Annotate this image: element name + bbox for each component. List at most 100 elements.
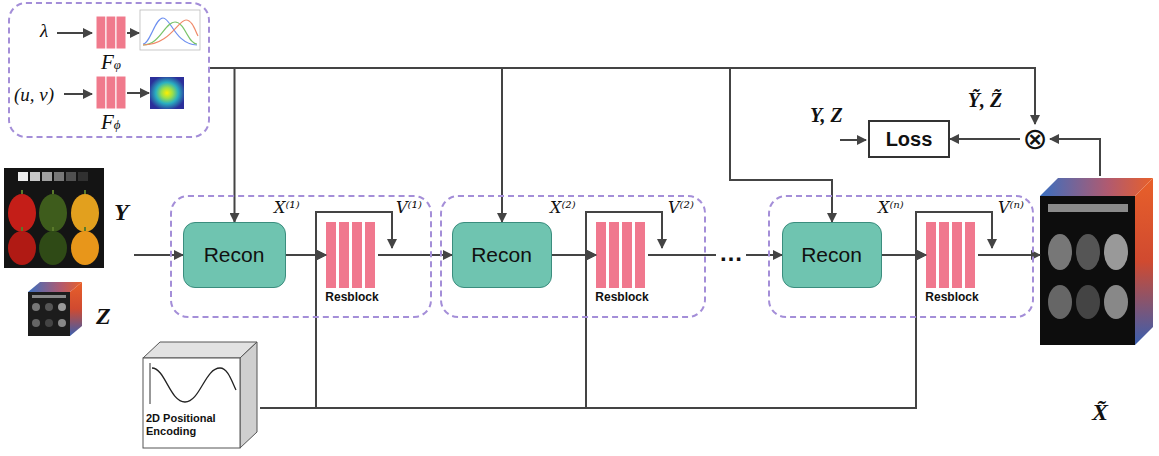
function-name: Fϕ bbox=[101, 110, 121, 137]
loss-box: Loss bbox=[868, 120, 950, 158]
axis bbox=[150, 363, 151, 404]
process-box: Recon bbox=[183, 222, 286, 288]
variable-label: X⁽²⁾ bbox=[550, 198, 576, 218]
positional-encoding-cube bbox=[143, 342, 257, 448]
cube-top bbox=[1040, 178, 1153, 196]
image-symbol: X̃ bbox=[1092, 398, 1108, 426]
module-group: λ (u, v) FφFϕ bbox=[8, 2, 210, 138]
chip bbox=[42, 172, 52, 181]
target-label: Y, Z bbox=[808, 104, 845, 127]
process-box: Recon bbox=[452, 222, 552, 288]
arrow bbox=[840, 139, 866, 141]
chip bbox=[18, 172, 28, 181]
connector bbox=[648, 254, 782, 256]
mlp-block: Fφ bbox=[92, 16, 130, 74]
chip bbox=[54, 172, 64, 181]
variable-label: V⁽ⁿ⁾ bbox=[998, 198, 1024, 218]
chip bbox=[30, 172, 40, 181]
cube-label: 2D Positional Encoding bbox=[146, 412, 238, 438]
curve bbox=[143, 18, 197, 45]
block-label: Resblock bbox=[595, 290, 648, 305]
pepper bbox=[39, 231, 67, 265]
x-cube bbox=[1040, 178, 1153, 345]
pepper bbox=[8, 231, 36, 265]
skip-line bbox=[316, 212, 392, 255]
chip-row bbox=[32, 295, 66, 298]
skip-connections bbox=[316, 212, 992, 255]
curve bbox=[143, 20, 198, 45]
connector bbox=[134, 254, 183, 256]
arrow bbox=[127, 92, 149, 94]
connector bbox=[950, 138, 1020, 140]
input-symbol: (u, v) bbox=[14, 84, 54, 106]
input-cube: Z bbox=[28, 282, 114, 336]
box-label: Loss bbox=[886, 128, 933, 151]
cube-front bbox=[143, 358, 240, 448]
pepper bbox=[39, 194, 67, 232]
bar bbox=[106, 16, 116, 49]
sinusoid bbox=[152, 368, 236, 402]
output-cube: X̃ bbox=[1040, 176, 1154, 438]
stage-group: X⁽¹⁾ V⁽¹⁾ ReconResblock bbox=[170, 195, 432, 318]
bar bbox=[116, 16, 126, 49]
bar bbox=[116, 76, 126, 109]
box-label: Recon bbox=[801, 243, 862, 267]
cube-front bbox=[28, 292, 70, 336]
chip bbox=[66, 172, 76, 181]
z-cube bbox=[28, 282, 82, 336]
variable-label: X⁽ⁿ⁾ bbox=[878, 198, 904, 218]
pepper-photo bbox=[4, 168, 104, 268]
ellipsis: … bbox=[716, 240, 746, 266]
bar bbox=[96, 16, 106, 49]
image-symbol: Y bbox=[114, 198, 129, 226]
pepper bbox=[8, 194, 36, 232]
connector bbox=[978, 254, 1040, 256]
stage-group: X⁽ⁿ⁾ V⁽ⁿ⁾ ReconResblock bbox=[768, 195, 1034, 318]
operator-symbol: ⊗ bbox=[1022, 124, 1047, 154]
cube-top bbox=[143, 342, 257, 358]
chip-row bbox=[1048, 204, 1128, 212]
cube-side bbox=[1135, 178, 1153, 345]
pepper bbox=[71, 194, 99, 232]
resblock: Resblock bbox=[926, 222, 978, 306]
variable-label: X⁽¹⁾ bbox=[274, 198, 300, 218]
small-arrows bbox=[57, 33, 866, 140]
skip-line bbox=[916, 212, 992, 255]
photo-ground bbox=[4, 168, 104, 268]
plot-frame bbox=[140, 10, 200, 50]
multiply-node: ⊗ bbox=[1020, 124, 1050, 154]
mlp-block: Fϕ bbox=[92, 76, 130, 134]
box-label: Recon bbox=[204, 243, 265, 267]
cube-front bbox=[1040, 196, 1135, 345]
input-image: Y bbox=[4, 168, 134, 268]
psf-heatmap bbox=[150, 77, 184, 109]
function-name: Fφ bbox=[101, 50, 121, 77]
connector bbox=[210, 68, 1035, 124]
resblock-bars bbox=[326, 222, 975, 288]
stems bbox=[22, 190, 85, 231]
variable-label: V⁽²⁾ bbox=[668, 198, 694, 218]
arrow bbox=[57, 32, 92, 34]
box-label: Recon bbox=[471, 243, 532, 267]
cube-side bbox=[240, 342, 257, 448]
arrow bbox=[64, 93, 92, 95]
resblock: Resblock bbox=[326, 222, 378, 306]
connector bbox=[1050, 139, 1100, 176]
mlp-bars bbox=[96, 16, 126, 109]
block-label: Resblock bbox=[925, 290, 978, 305]
image-symbol: Z bbox=[96, 302, 111, 330]
edge-label: Ỹ, Z̃ bbox=[966, 89, 1004, 112]
process-box: Recon bbox=[782, 222, 882, 288]
encoding-cube: 2D Positional Encoding bbox=[140, 340, 260, 450]
arrow bbox=[127, 32, 139, 34]
connector bbox=[210, 68, 832, 222]
pepper bbox=[71, 231, 99, 265]
input-symbol: λ bbox=[40, 20, 48, 42]
block-label: Resblock bbox=[325, 290, 378, 305]
connector bbox=[210, 68, 502, 222]
stage-group: X⁽²⁾ V⁽²⁾ ReconResblock bbox=[440, 195, 706, 318]
resblock: Resblock bbox=[596, 222, 648, 306]
variable-label: V⁽¹⁾ bbox=[396, 198, 422, 218]
